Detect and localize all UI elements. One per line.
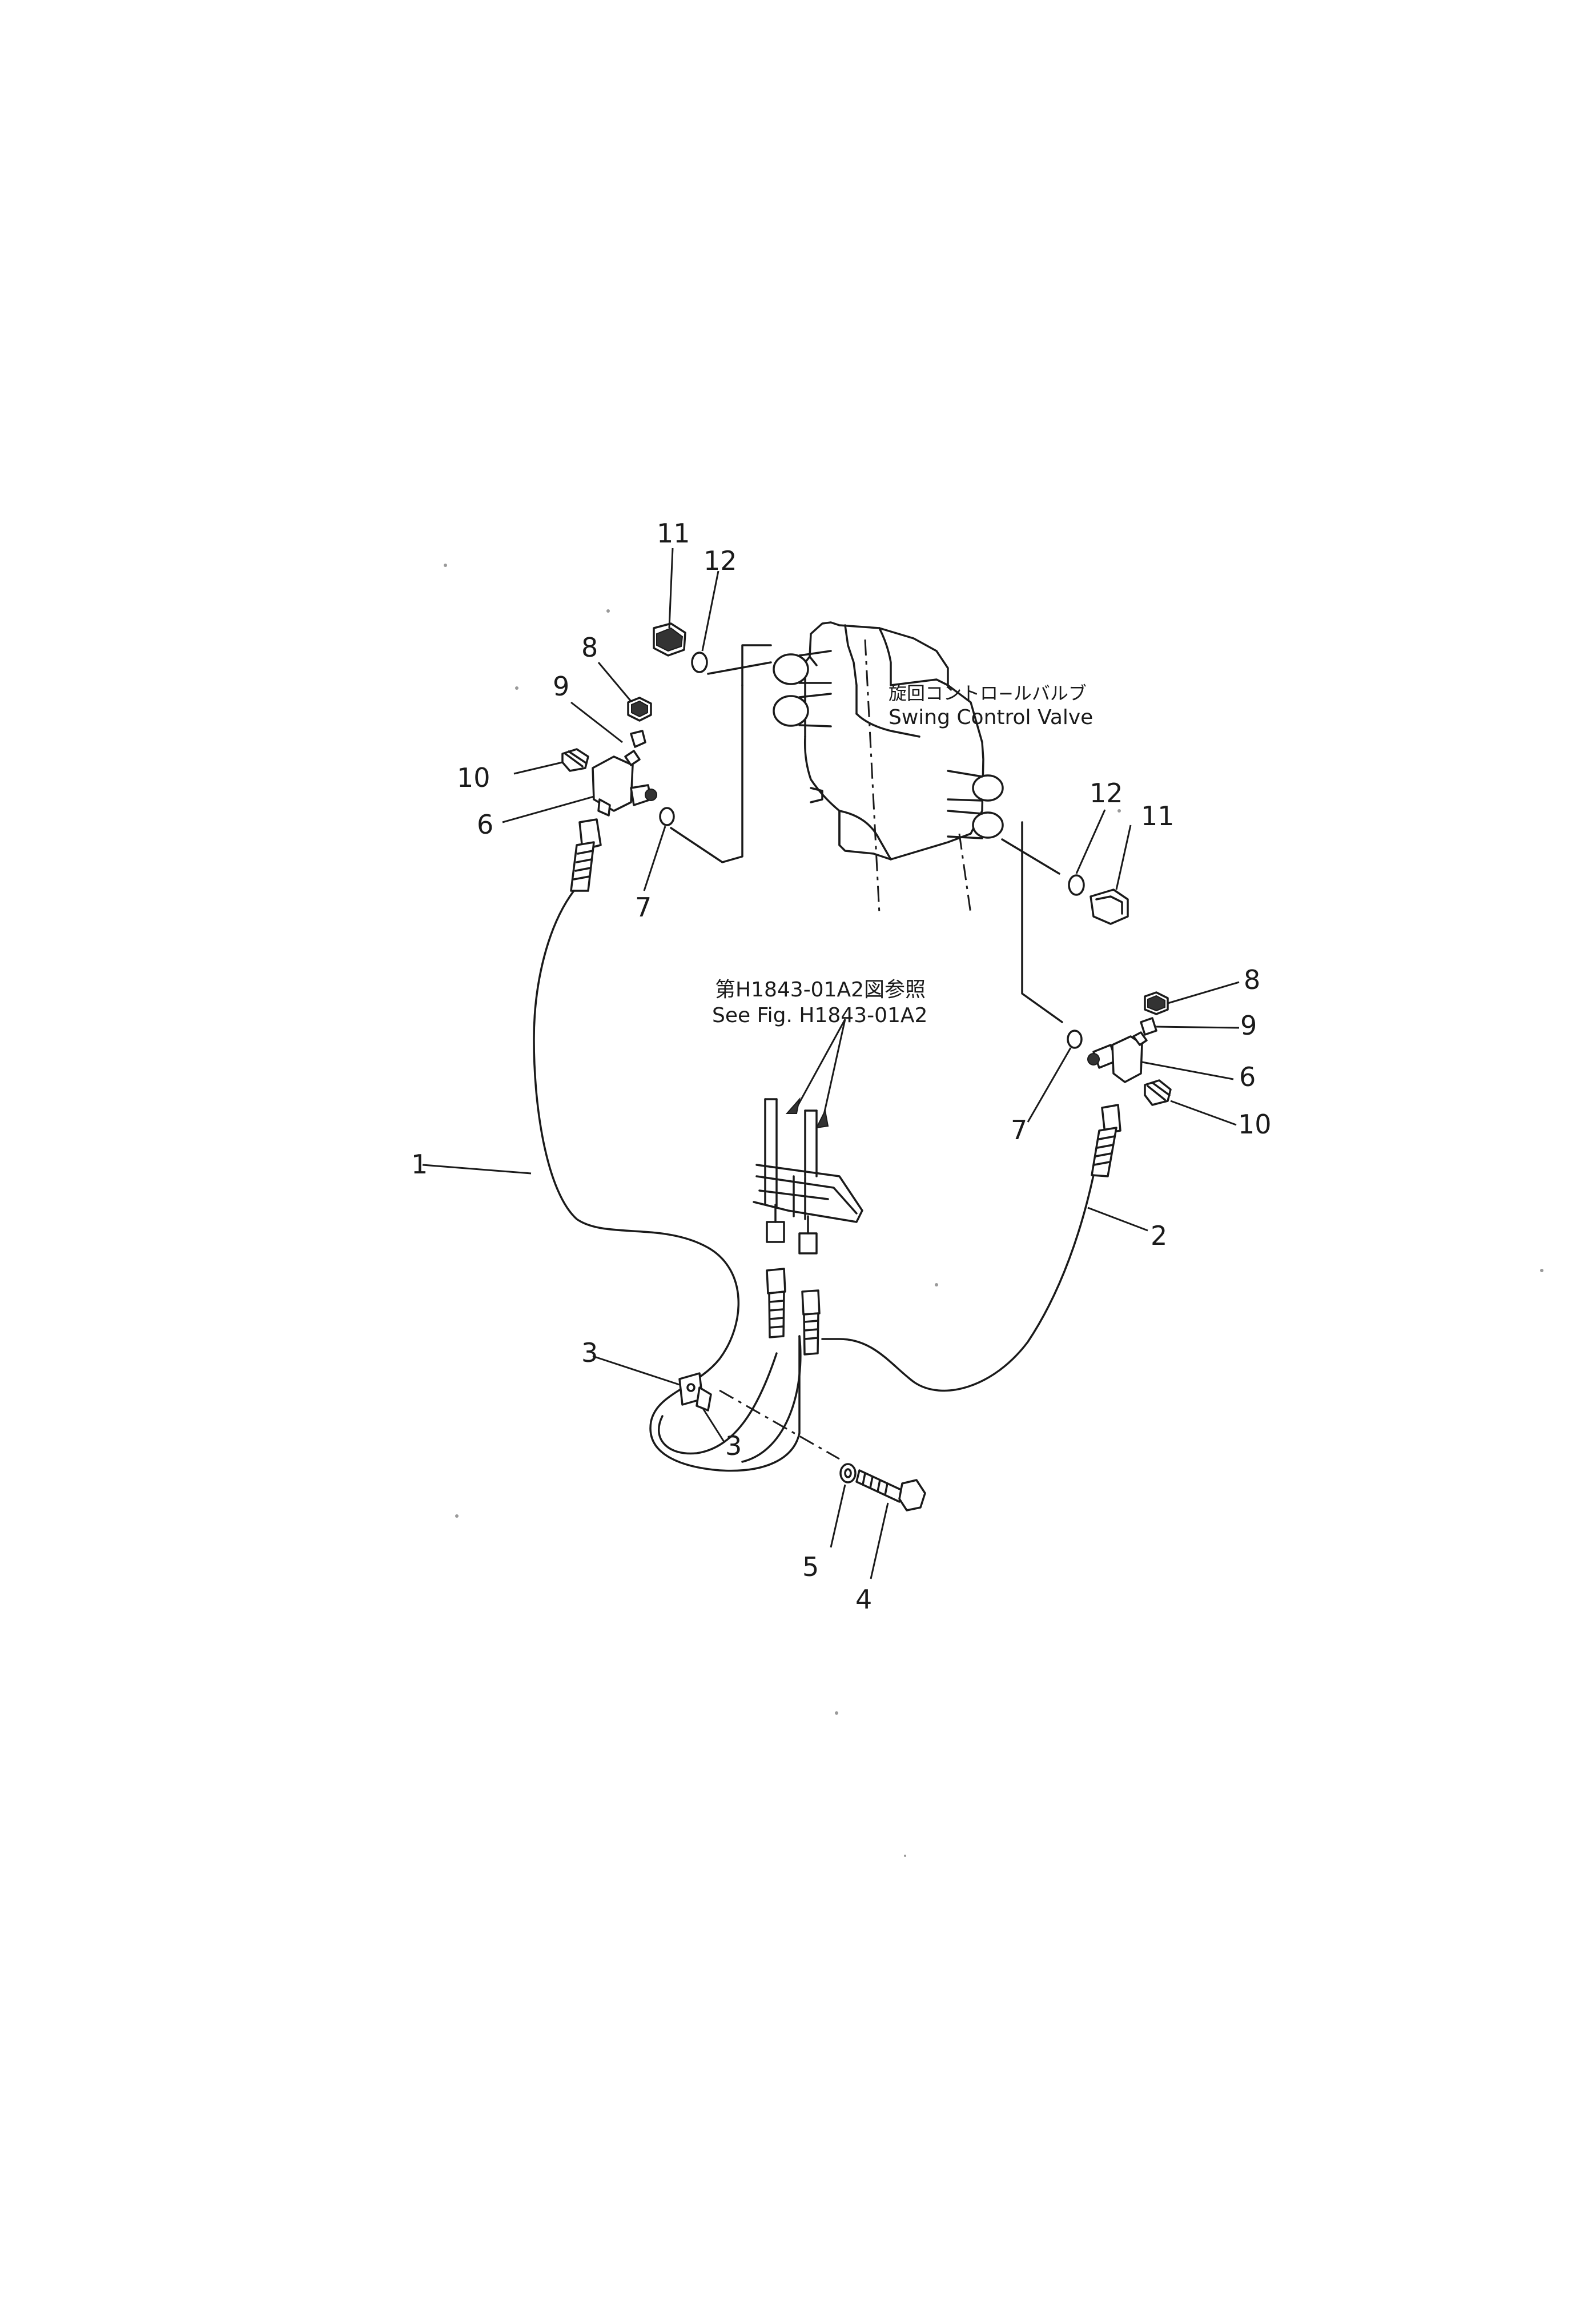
callout-5: 5 xyxy=(802,1551,819,1582)
hose-end-1-top xyxy=(570,818,602,892)
valve-label: 旋回コントロ−ルバルブ Swing Control Valve xyxy=(889,682,1093,729)
callout-9-right: 9 xyxy=(1240,1010,1257,1041)
sleeve-9-left xyxy=(630,730,646,748)
o-ring-7-right xyxy=(1067,1030,1083,1049)
nut-8-right xyxy=(1144,991,1169,1015)
callout-4: 4 xyxy=(855,1584,872,1615)
tee-6-left xyxy=(592,750,657,817)
reference-note-ja: 第H1843-01A2図参照 xyxy=(715,978,926,1002)
reference-note-en: See Fig. H1843-01A2 xyxy=(712,1004,927,1027)
valve-label-en: Swing Control Valve xyxy=(889,706,1093,729)
callout-1: 1 xyxy=(411,1149,428,1180)
reference-arrows xyxy=(785,1019,846,1129)
callout-7-left: 7 xyxy=(635,892,652,923)
bolt-4 xyxy=(855,1469,926,1511)
callout-6-right: 6 xyxy=(1239,1062,1256,1092)
tee-6-right xyxy=(1087,1031,1148,1083)
callout-12-right: 12 xyxy=(1090,778,1123,809)
callout-9-left: 9 xyxy=(553,671,569,702)
callout-6-left: 6 xyxy=(477,809,493,840)
callout-10-left: 10 xyxy=(457,762,491,793)
scan-specks xyxy=(444,564,1543,1857)
callout-numbers: 11 12 8 9 10 6 7 1 3 3 5 4 12 11 8 9 6 1… xyxy=(411,518,1272,1615)
callout-2: 2 xyxy=(1151,1220,1167,1251)
reference-note: 第H1843-01A2図参照 See Fig. H1843-01A2 xyxy=(712,978,927,1027)
fitting-10-left xyxy=(561,748,589,772)
callout-12-left: 12 xyxy=(703,545,737,576)
pipe-lines xyxy=(670,644,1063,1023)
o-ring-12-left xyxy=(691,652,708,673)
sleeve-9-right xyxy=(1140,1017,1157,1036)
callout-7-right: 7 xyxy=(1011,1115,1027,1145)
plug-11-right xyxy=(1090,888,1129,925)
plug-11-left xyxy=(653,622,686,657)
washer-5 xyxy=(839,1463,857,1483)
leader-lines xyxy=(422,548,1240,1579)
callout-10-right: 10 xyxy=(1238,1109,1272,1140)
hose-end-2-top xyxy=(1091,1104,1121,1177)
o-ring-12-right xyxy=(1068,874,1085,896)
callout-11-left: 11 xyxy=(657,518,690,549)
clamp-3 xyxy=(678,1372,712,1412)
callout-11-right: 11 xyxy=(1141,801,1175,831)
fitting-10-right xyxy=(1144,1079,1172,1106)
swing-control-valve xyxy=(773,621,1004,914)
callout-8-right: 8 xyxy=(1244,964,1260,995)
frame-bulkhead xyxy=(719,1098,863,1460)
valve-label-ja: 旋回コントロ−ルバルブ xyxy=(889,682,1087,704)
callout-8-left: 8 xyxy=(581,632,598,663)
hoses xyxy=(533,890,1095,1472)
o-ring-7-left xyxy=(659,807,675,826)
callout-3a: 3 xyxy=(581,1337,598,1368)
callout-3b: 3 xyxy=(725,1430,742,1461)
nut-8-left xyxy=(627,697,652,722)
